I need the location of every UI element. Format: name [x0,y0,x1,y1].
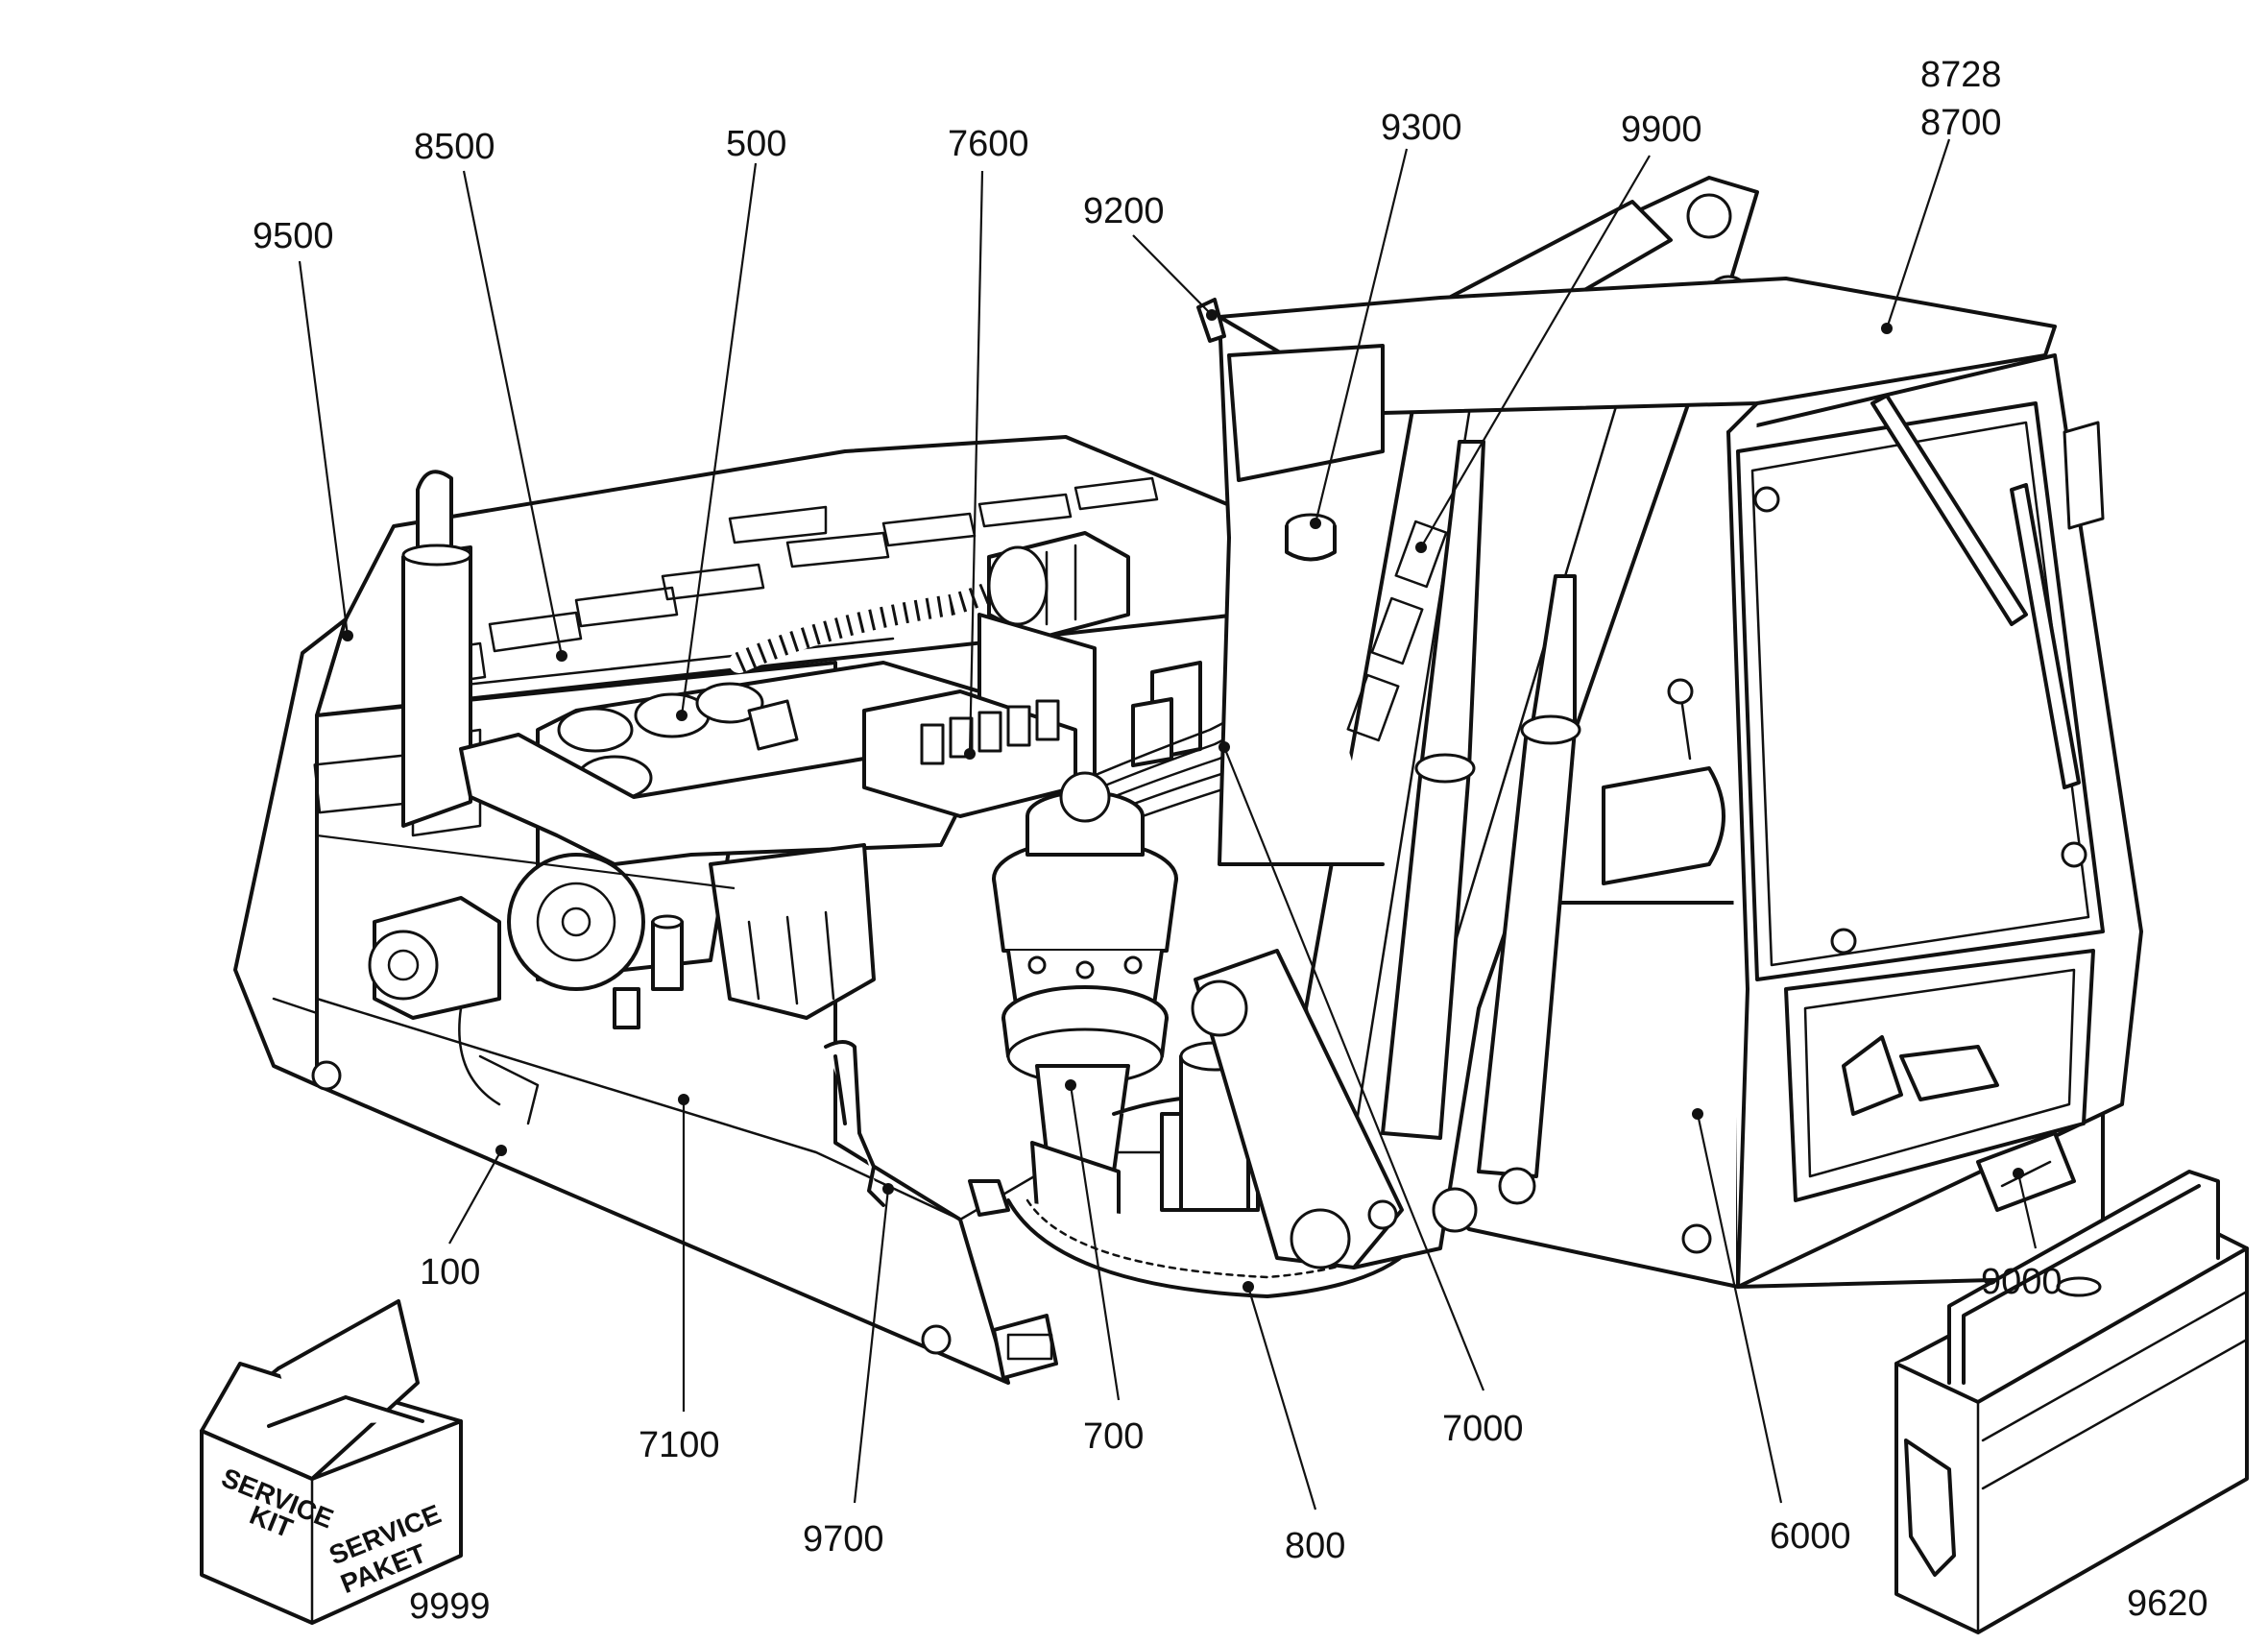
label-6000: 6000 [1770,1516,1851,1557]
label-9500: 9500 [253,216,334,256]
machine-illustration [233,176,2143,1385]
label-8728: 8728 [1920,55,2002,95]
label-7000: 7000 [1442,1409,1524,1449]
label-9700: 9700 [803,1519,884,1559]
air-intake-hose [729,531,1130,673]
label-700: 700 [1083,1416,1144,1457]
label-7600: 7600 [948,124,1029,164]
operator-cab [1196,277,2143,1289]
label-9300: 9300 [1381,108,1462,148]
label-500: 500 [726,124,786,164]
label-9620: 9620 [2127,1584,2208,1624]
swing-drive [992,771,1178,1231]
exhaust-stack [401,470,472,828]
part-labels: 8728 8700 9300 9900 8500 500 7600 9200 9… [253,55,2208,1627]
toolbox [1894,1170,2249,1634]
label-9999: 9999 [409,1586,491,1627]
label-9000: 9000 [1981,1262,2063,1302]
label-8700: 8700 [1920,103,2002,143]
label-9200: 9200 [1083,191,1165,231]
lower-details [824,1040,1058,1380]
leader-lines [298,138,2038,1511]
label-800: 800 [1285,1526,1345,1566]
service-kit-box: SERVICE KIT SERVICE PAKET [200,1299,463,1625]
label-100: 100 [420,1252,480,1293]
label-8500: 8500 [414,127,495,167]
label-9900: 9900 [1621,109,1702,150]
label-7100: 7100 [639,1425,720,1465]
